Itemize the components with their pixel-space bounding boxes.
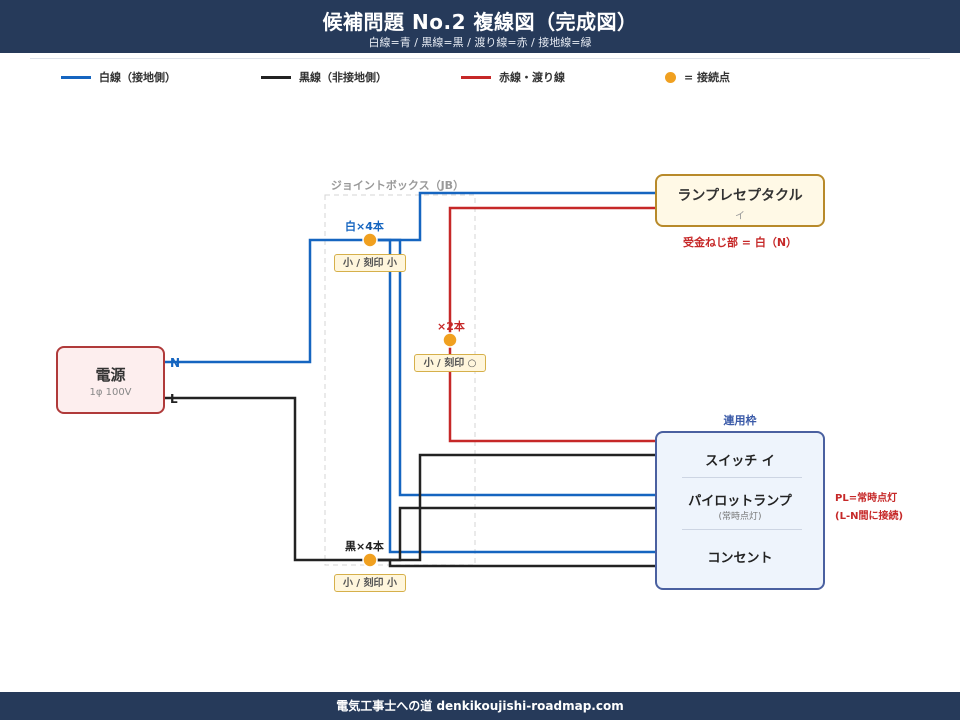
- joint-white: [362, 232, 378, 248]
- red-wire-switch: [448, 340, 655, 443]
- lamp-sub: イ: [735, 211, 745, 222]
- unit-frame-label: 連用枠: [723, 414, 757, 427]
- white-wire-power-n: [165, 238, 370, 364]
- power-title: 電源: [95, 366, 126, 384]
- joint-black-count: 黒×4本: [345, 540, 384, 553]
- lamp-receptacle: ランプレセプタクル イ: [655, 174, 825, 227]
- joint-white-sleeve: 小 / 刻印 小: [334, 254, 406, 272]
- joint-red-sleeve: 小 / 刻印 ○: [414, 354, 486, 372]
- divider: [30, 58, 930, 59]
- red-wire-lamp: [448, 206, 655, 340]
- divider: [682, 529, 802, 530]
- legend-label: 赤線・渡り線: [499, 71, 565, 84]
- red-wire-swatch-icon: [461, 75, 491, 79]
- outlet-label: コンセント: [707, 551, 773, 566]
- white-wire-swatch-icon: [61, 75, 91, 79]
- power-source: 電源 1φ 100V: [56, 346, 165, 414]
- pilot-note-line1: PL=常時点灯: [835, 493, 898, 504]
- header: 候補問題 No.2 複線図（完成図） 白線=青 / 黒線=黒 / 渡り線=赤 /…: [0, 0, 960, 53]
- black-wire-power-l: [165, 396, 370, 562]
- joint-black-sleeve: 小 / 刻印 小: [334, 574, 406, 592]
- power-n-label: N: [170, 356, 181, 370]
- wiring-device-frame: スイッチ イ パイロットランプ (常時点灯) コンセント: [655, 431, 825, 590]
- joint-red: [442, 332, 458, 348]
- legend-label: = 接続点: [684, 71, 731, 84]
- power-l-label: L: [170, 392, 178, 406]
- black-wire-outlet: [370, 558, 655, 568]
- pilot-note-line2: (L-N間に接続): [835, 511, 904, 522]
- lamp-note: 受金ねじ部 = 白（N）: [682, 236, 798, 249]
- white-wire-pilot-lamp: [370, 238, 655, 497]
- joint-red-count: ×2本: [437, 320, 465, 333]
- power-spec: 1φ 100V: [89, 387, 132, 398]
- red-wires: [448, 206, 655, 443]
- black-wires: [165, 396, 655, 568]
- white-wire-lamp: [370, 191, 655, 242]
- legend-label: 白線（接地側）: [99, 71, 176, 84]
- pilot-lamp-label: パイロットランプ: [688, 494, 792, 509]
- joint-black: [362, 552, 378, 568]
- black-wire-swatch-icon: [261, 75, 291, 79]
- joint-white-count: 白×4本: [345, 220, 384, 233]
- footer: 電気工事士への道 denkikoujishi-roadmap.com: [0, 692, 960, 720]
- legend-label: 黒線（非接地側）: [299, 71, 387, 84]
- pilot-lamp-sub: (常時点灯): [718, 512, 762, 522]
- divider: [682, 477, 802, 478]
- legend-red-wire: 赤線・渡り線: [461, 69, 565, 85]
- white-wire-outlet: [370, 238, 655, 554]
- switch-label: スイッチ イ: [705, 454, 775, 469]
- legend-joint: = 接続点: [665, 69, 730, 85]
- joint-dot-icon: [665, 71, 676, 83]
- joint-box-label: ジョイントボックス（JB）: [330, 179, 465, 192]
- legend-white-wire: 白線（接地側）: [61, 69, 176, 85]
- white-wires: [165, 191, 655, 554]
- lamp-title: ランプレセプタクル: [677, 188, 803, 204]
- page-title: 候補問題 No.2 複線図（完成図）: [322, 10, 638, 34]
- page-subtitle: 白線=青 / 黒線=黒 / 渡り線=赤 / 接地線=緑: [368, 36, 592, 49]
- legend-black-wire: 黒線（非接地側）: [261, 69, 387, 85]
